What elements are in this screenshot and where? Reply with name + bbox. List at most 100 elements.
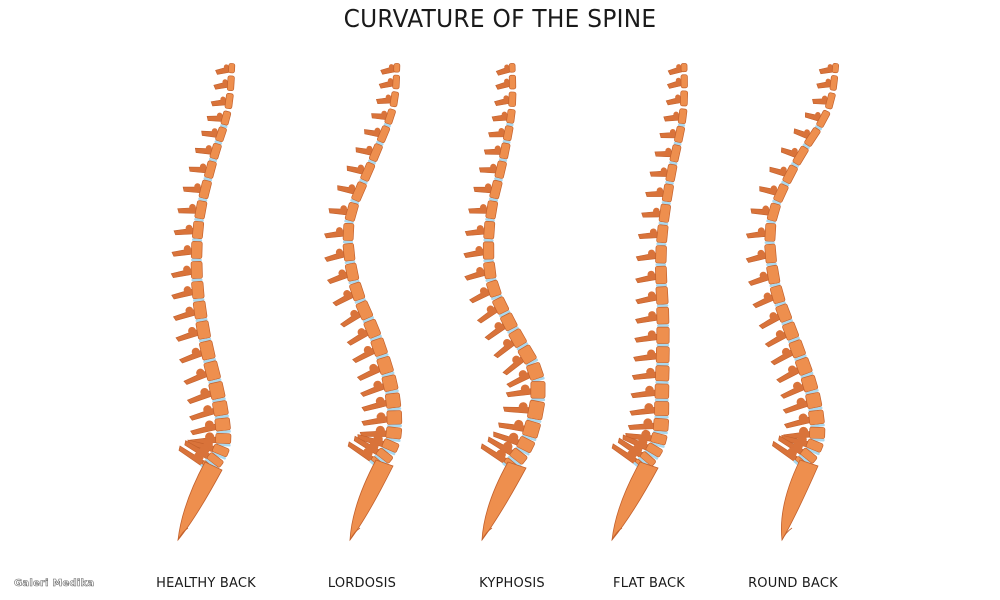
vertebra-body <box>503 125 514 142</box>
vertebra-body <box>204 160 217 179</box>
vertebra-knob <box>188 326 197 335</box>
vertebra-body <box>656 326 670 345</box>
vertebra-body <box>764 222 777 242</box>
vertebra-body <box>349 281 366 302</box>
intervertebral-disc <box>198 197 208 202</box>
vertebra-body <box>508 328 527 348</box>
vertebra-knob <box>223 64 229 70</box>
vertebra-body <box>680 63 688 73</box>
vertebra-knob <box>653 207 660 215</box>
vertebra-body <box>800 374 819 393</box>
vertebra-body <box>656 224 669 244</box>
vertebra-knob <box>216 112 223 119</box>
vertebra-knob <box>373 380 382 390</box>
spine-healthy-back <box>170 63 236 542</box>
vertebra-body <box>764 243 777 264</box>
vertebra-knob <box>793 381 802 391</box>
vertebra-knob <box>211 128 218 135</box>
intervertebral-disc <box>507 455 522 467</box>
vertebra-knob <box>476 225 484 232</box>
intervertebral-disc <box>195 318 208 322</box>
vertebra-body <box>674 125 685 144</box>
vertebra-body <box>203 360 221 382</box>
intervertebral-disc <box>214 140 223 145</box>
intervertebral-disc <box>772 199 781 206</box>
vertebra-knob <box>204 420 214 430</box>
intervertebral-disc <box>383 123 391 128</box>
vertebra-body <box>192 300 208 320</box>
vertebra-body <box>831 63 840 74</box>
vertebra-body <box>212 443 230 458</box>
vertebra-body <box>342 222 355 242</box>
vertebra-knob <box>759 271 767 279</box>
intervertebral-disc <box>516 342 529 351</box>
vertebra-knob <box>791 147 798 154</box>
vertebra-knob <box>388 64 394 70</box>
intervertebral-disc <box>359 178 368 185</box>
vertebra-knob <box>476 266 484 275</box>
vertebra-knob <box>484 183 492 190</box>
vertebra-body <box>195 320 211 340</box>
intervertebral-disc <box>774 301 786 307</box>
vertebra-knob <box>220 96 226 102</box>
intervertebral-disc <box>649 442 665 448</box>
vertebra-body <box>384 108 396 125</box>
vertebra-knob <box>350 309 358 318</box>
vertebra-body <box>376 447 393 464</box>
vertebra-knob <box>366 145 373 152</box>
intervertebral-disc <box>808 406 823 412</box>
vertebra-body <box>654 401 670 417</box>
vertebra-body <box>191 280 205 300</box>
vertebra-knob <box>387 78 394 84</box>
vertebra-body <box>645 442 663 458</box>
vertebra-knob <box>775 330 784 339</box>
vertebra-body <box>381 438 400 453</box>
intervertebral-disc <box>804 447 820 456</box>
intervertebral-disc <box>766 219 776 225</box>
intervertebral-disc <box>673 141 682 146</box>
vertebra-knob <box>787 447 797 458</box>
intervertebral-disc <box>800 371 814 379</box>
vertebra-body <box>393 63 401 73</box>
intervertebral-disc <box>203 177 213 182</box>
vertebra-body <box>677 108 688 125</box>
vertebra-knob <box>199 163 207 170</box>
vertebra-knob <box>199 445 210 456</box>
coccyx-ridge <box>481 527 493 541</box>
vertebra-body <box>224 93 234 110</box>
intervertebral-disc <box>208 157 218 163</box>
vertebra-knob <box>373 434 383 444</box>
vertebra-knob <box>769 312 778 320</box>
intervertebral-disc <box>764 241 775 245</box>
intervertebral-disc <box>655 381 669 384</box>
vertebra-body <box>369 143 383 162</box>
vertebra-body <box>795 357 813 376</box>
intervertebral-disc <box>655 263 667 267</box>
vertebra-body <box>392 74 400 90</box>
intervertebral-disc <box>805 389 819 395</box>
intervertebral-disc <box>644 450 659 460</box>
vertebra-body <box>526 362 544 381</box>
vertebra-body <box>661 183 674 203</box>
intervertebral-disc <box>788 336 800 344</box>
vertebra-body <box>766 264 781 285</box>
coccyx-ridge <box>177 527 189 541</box>
vertebra-knob <box>363 345 372 355</box>
vertebra-knob <box>338 269 346 277</box>
vertebra-knob <box>381 110 387 117</box>
vertebra-knob <box>799 426 809 437</box>
vertebra-body <box>226 75 235 92</box>
vertebra-knob <box>512 355 521 364</box>
vertebra-body <box>482 241 495 260</box>
page-title: CURVATURE OF THE SPINE <box>343 4 657 33</box>
vertebra-body <box>775 303 793 323</box>
intervertebral-disc <box>665 180 674 185</box>
vertebra-body <box>344 262 360 282</box>
vertebra-knob <box>348 184 356 191</box>
vertebra-knob <box>490 163 497 171</box>
intervertebral-disc <box>654 398 669 402</box>
vertebra-body <box>483 261 497 280</box>
vertebra-knob <box>340 205 348 212</box>
intervertebral-disc <box>794 354 807 361</box>
vertebra-body <box>492 296 510 315</box>
